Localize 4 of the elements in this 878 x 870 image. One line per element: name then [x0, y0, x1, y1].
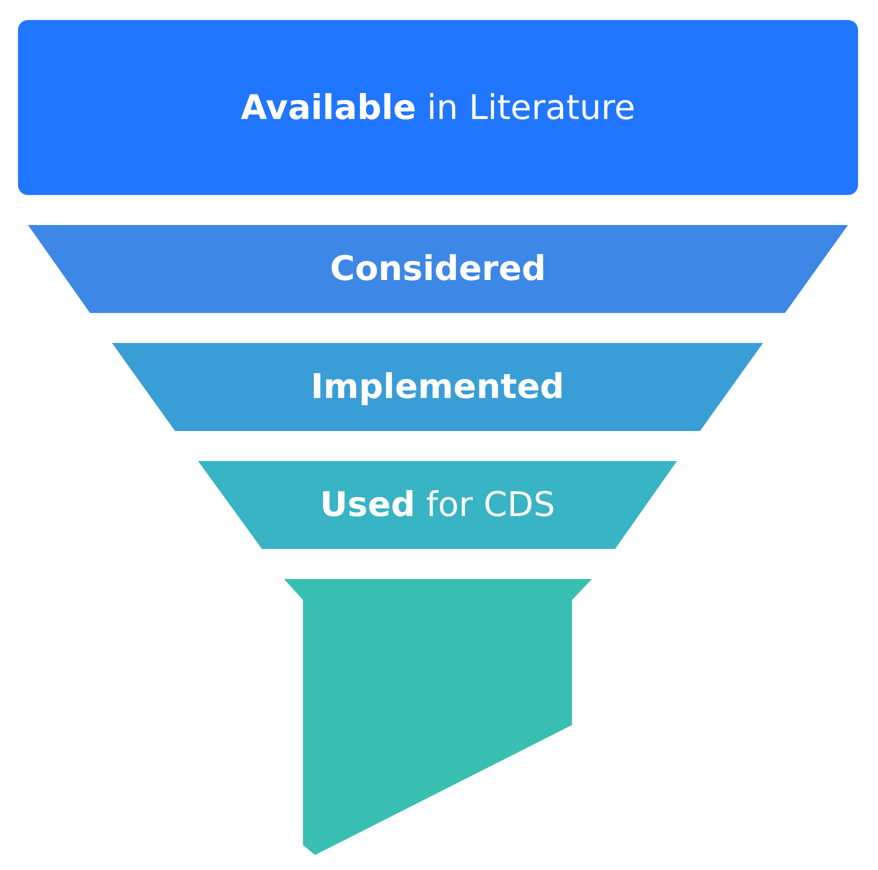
band-label: Implemented [310, 367, 566, 407]
band-label: Used for CDS [318, 485, 556, 525]
band-label: Considered [329, 249, 547, 289]
band-label: Available in Literature [240, 88, 636, 128]
